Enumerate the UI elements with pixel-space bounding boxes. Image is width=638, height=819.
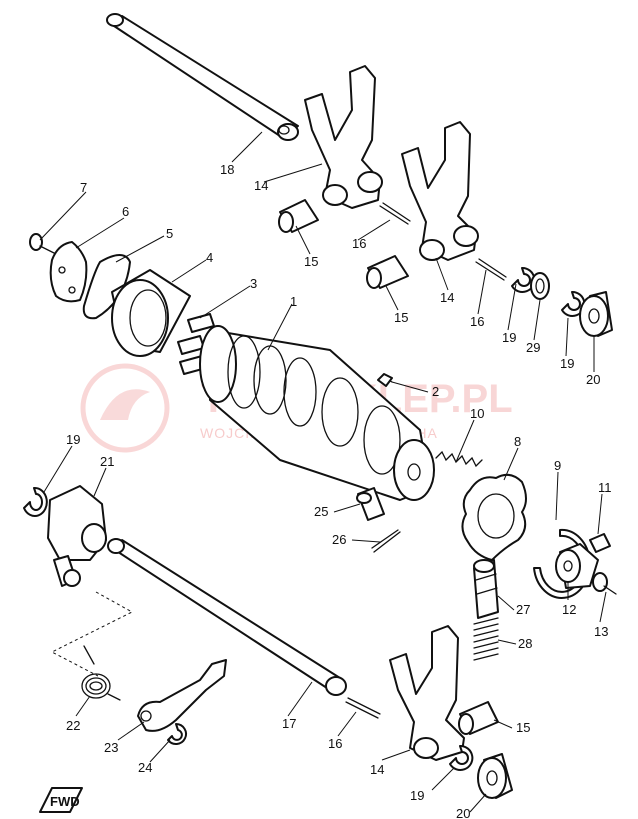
part-13-screw: [592, 572, 617, 595]
leader-lines: [39, 131, 607, 813]
part-14-shift-fork-lower: [389, 625, 465, 761]
part-19-circlip-upper-b: [561, 290, 586, 317]
part-10-spring: [435, 450, 483, 468]
callout-23: 23: [104, 740, 118, 755]
callout-16-lower: 16: [328, 736, 342, 751]
part-17-shift-fork-shaft-lower: [107, 538, 347, 696]
part-25-stopper: [356, 487, 385, 521]
callout-15-lower: 15: [516, 720, 530, 735]
callout-8: 8: [514, 434, 521, 449]
callout-26: 26: [332, 532, 346, 547]
part-24-circlip: [167, 723, 187, 745]
callout-28: 28: [518, 636, 532, 651]
callout-3: 3: [250, 276, 257, 291]
callout-19-upper-b: 19: [560, 356, 574, 371]
part-19-circlip-left: [23, 486, 48, 517]
callout-14-lower: 14: [370, 762, 384, 777]
watermark-logo-mark: [100, 389, 150, 420]
fwd-direction-indicator: FWD: [39, 787, 83, 813]
callout-24: 24: [138, 760, 152, 775]
callout-9: 9: [554, 458, 561, 473]
callout-22: 22: [66, 718, 80, 733]
part-16-cotter-pin-a: [379, 205, 409, 225]
part-19-circlip-lower: [449, 744, 474, 771]
callout-19-left: 19: [66, 432, 80, 447]
part-23-shift-lever: [137, 659, 227, 732]
callout-25: 25: [314, 504, 328, 519]
part-4-bearing: [111, 269, 191, 357]
callout-5: 5: [166, 226, 173, 241]
part-6-segment: [49, 241, 88, 303]
callout-14-upper-b: 14: [440, 290, 454, 305]
part-1-shift-drum: [199, 325, 435, 501]
callout-16-upper-b: 16: [470, 314, 484, 329]
part-15-guide-pin-lower: [458, 701, 499, 735]
part-16-cotter-pin-b: [475, 261, 505, 281]
callout-21: 21: [100, 454, 114, 469]
part-8-segment-plate: [461, 473, 527, 561]
callout-7: 7: [80, 180, 87, 195]
callout-18: 18: [220, 162, 234, 177]
part-21-shift-arm: [47, 485, 107, 587]
callout-15-upper-a: 15: [304, 254, 318, 269]
part-14-shift-fork-b: [401, 121, 479, 261]
part-29-washer: [530, 272, 550, 300]
part-15-guide-pin-upper-a: [278, 199, 319, 233]
part-28-spring: [473, 617, 499, 661]
callout-13: 13: [594, 624, 608, 639]
callout-6: 6: [122, 204, 129, 219]
callout-19-lower: 19: [410, 788, 424, 803]
watermark-logo-ring: [80, 363, 170, 453]
part-26-cotter-pin: [371, 529, 401, 553]
callout-4: 4: [206, 250, 213, 265]
callout-2: 2: [432, 384, 439, 399]
callout-20-lower: 20: [456, 806, 470, 819]
part-7-screw: [29, 233, 57, 255]
callout-10: 10: [470, 406, 484, 421]
part-3-dowel-pins: [177, 313, 215, 375]
callout-11: 11: [598, 480, 612, 495]
part-22-torsion-spring: [81, 645, 121, 701]
part-12-plate: [555, 543, 599, 589]
callout-15-upper-b: 15: [394, 310, 408, 325]
callout-1: 1: [290, 294, 297, 309]
fwd-label: FWD: [50, 794, 80, 809]
callout-labels: 18 14 7 6 5 4 3 1 15 16 14 15 16 19 29 1…: [66, 162, 612, 819]
callout-27: 27: [516, 602, 530, 617]
part-14-shift-fork-a: [304, 65, 383, 209]
part-18-shift-fork-shaft-upper: [106, 13, 299, 141]
part-20-roller-upper: [579, 291, 613, 337]
callout-19-upper-a: 19: [502, 330, 516, 345]
callout-14-upper-a: 14: [254, 178, 268, 193]
part-11-pin: [589, 533, 611, 553]
callout-17: 17: [282, 716, 296, 731]
part-20-roller-lower: [477, 753, 513, 799]
assembly-guide-line: [50, 591, 134, 677]
callout-12: 12: [562, 602, 576, 617]
part-16-cotter-pin-lower: [345, 701, 379, 719]
callout-20-upper: 20: [586, 372, 600, 387]
part-15-guide-pin-upper-b: [366, 255, 409, 289]
callout-16-upper-a: 16: [352, 236, 366, 251]
callout-29: 29: [526, 340, 540, 355]
part-27-cushion: [473, 559, 499, 619]
